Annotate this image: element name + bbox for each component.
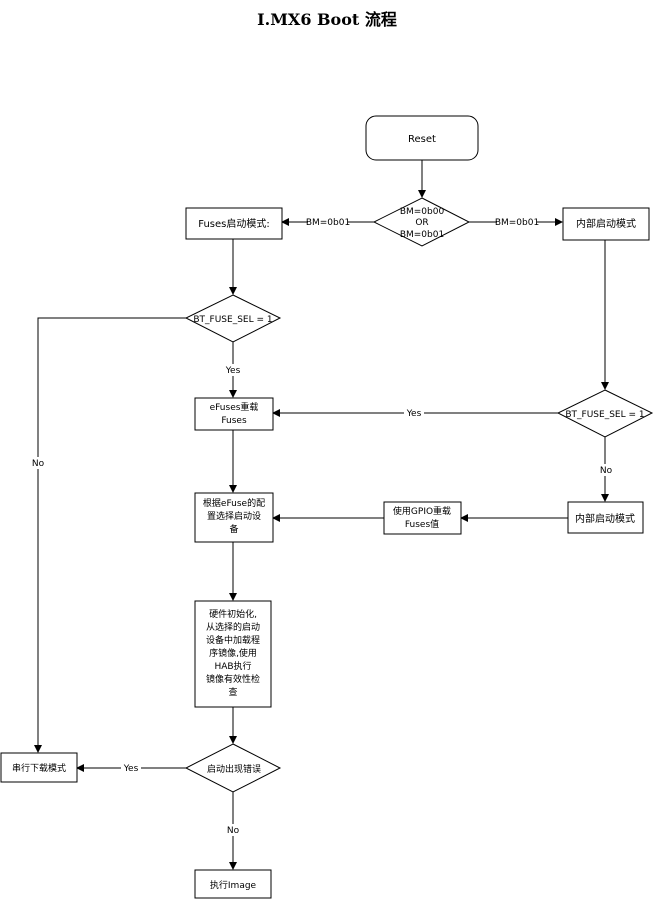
bt-fuse-sel-right-node (556, 389, 654, 438)
reset-label: Reset (408, 134, 436, 145)
edge-label-no-left: No (32, 459, 45, 469)
diagram-title: I.MX6 Boot 流程 (257, 10, 397, 29)
bm-decision-node (372, 197, 471, 247)
select-boot-device-line-1: 根据eFuse的配 (203, 497, 265, 509)
efuses-override-line-2: Fuses (221, 416, 247, 426)
edge-label-yes-left: Yes (225, 366, 241, 376)
hw-init-node (194, 600, 272, 708)
edge-label-yes-error: Yes (123, 764, 139, 774)
gpio-override-line-1: 使用GPIO重载 (393, 505, 451, 517)
internal-mode-top-node (562, 207, 650, 241)
bm-decision-line-2: OR (415, 218, 428, 228)
edge-label-bm-left: BM=0b01 (306, 218, 350, 228)
reset-node (365, 115, 479, 161)
gpio-override-line-2: Fuses值 (405, 518, 439, 530)
boot-error-label: 启动出现错误 (207, 763, 261, 775)
execute-image-label: 执行Image (210, 879, 257, 891)
hw-init-line-5: HAB执行 (214, 660, 251, 672)
fuses-mode-node (185, 207, 283, 240)
efuses-override-node (194, 397, 274, 431)
serial-download-label: 串行下载模式 (12, 762, 66, 774)
execute-image-node (194, 869, 272, 899)
select-boot-device-line-3: 备 (229, 523, 238, 535)
edge-label-bm-right: BM=0b01 (495, 218, 539, 228)
bt-fuse-sel-right-label: BT_FUSE_SEL = 1 (565, 410, 644, 420)
gpio-override-node (383, 501, 462, 535)
bm-decision-line-1: BM=0b00 (400, 207, 445, 217)
hw-init-line-4: 序镜像,使用 (209, 647, 257, 659)
bm-decision-line-3: BM=0b01 (400, 230, 444, 240)
internal-mode-bottom-node (567, 501, 644, 534)
edge-label-no-right: No (600, 466, 613, 476)
edge-label-yes-right: Yes (406, 409, 422, 419)
serial-download-node (0, 752, 78, 783)
bt-fuse-sel-left-label: BT_FUSE_SEL = 1 (193, 315, 272, 325)
hw-init-line-3: 设备中加载程 (206, 634, 260, 646)
hw-init-line-7: 查 (228, 686, 237, 698)
internal-mode-top-label: 内部启动模式 (576, 217, 636, 230)
hw-init-line-6: 镜像有效性检 (206, 673, 260, 685)
select-boot-device-node (194, 492, 274, 543)
select-boot-device-line-2: 置选择启动设 (207, 510, 261, 522)
efuses-override-line-1: eFuses重载 (210, 401, 259, 413)
fuses-mode-label: Fuses启动模式: (198, 217, 269, 230)
boot-error-node (184, 743, 282, 793)
edge-label-no-error: No (227, 826, 240, 836)
hw-init-line-2: 从选择的启动 (206, 621, 260, 633)
hw-init-line-1: 硬件初始化, (209, 608, 257, 620)
edge-btsel-no-to-serial (34, 317, 186, 753)
internal-mode-bottom-label: 内部启动模式 (575, 512, 635, 525)
bt-fuse-sel-left-node (184, 294, 282, 343)
